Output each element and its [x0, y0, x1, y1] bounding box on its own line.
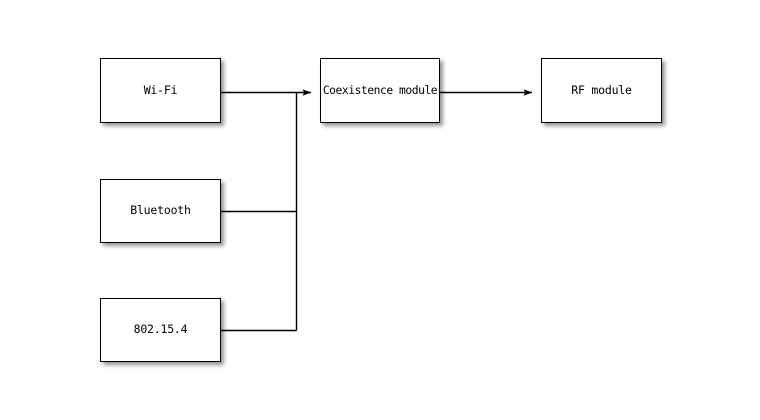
- node-bluetooth-label: Bluetooth: [130, 203, 191, 218]
- node-coexistence-module-label: Coexistence module: [322, 83, 438, 97]
- node-802-15-4[interactable]: 802.15.4: [100, 298, 221, 362]
- node-wifi-label: Wi-Fi: [143, 82, 178, 97]
- node-rf-module-label: RF module: [571, 82, 632, 97]
- node-rf-module[interactable]: RF module: [541, 58, 662, 123]
- node-coexistence-module[interactable]: Coexistence module: [320, 58, 440, 123]
- node-wifi[interactable]: Wi-Fi: [100, 58, 221, 123]
- node-802-15-4-label: 802.15.4: [133, 322, 188, 337]
- node-bluetooth[interactable]: Bluetooth: [100, 179, 221, 243]
